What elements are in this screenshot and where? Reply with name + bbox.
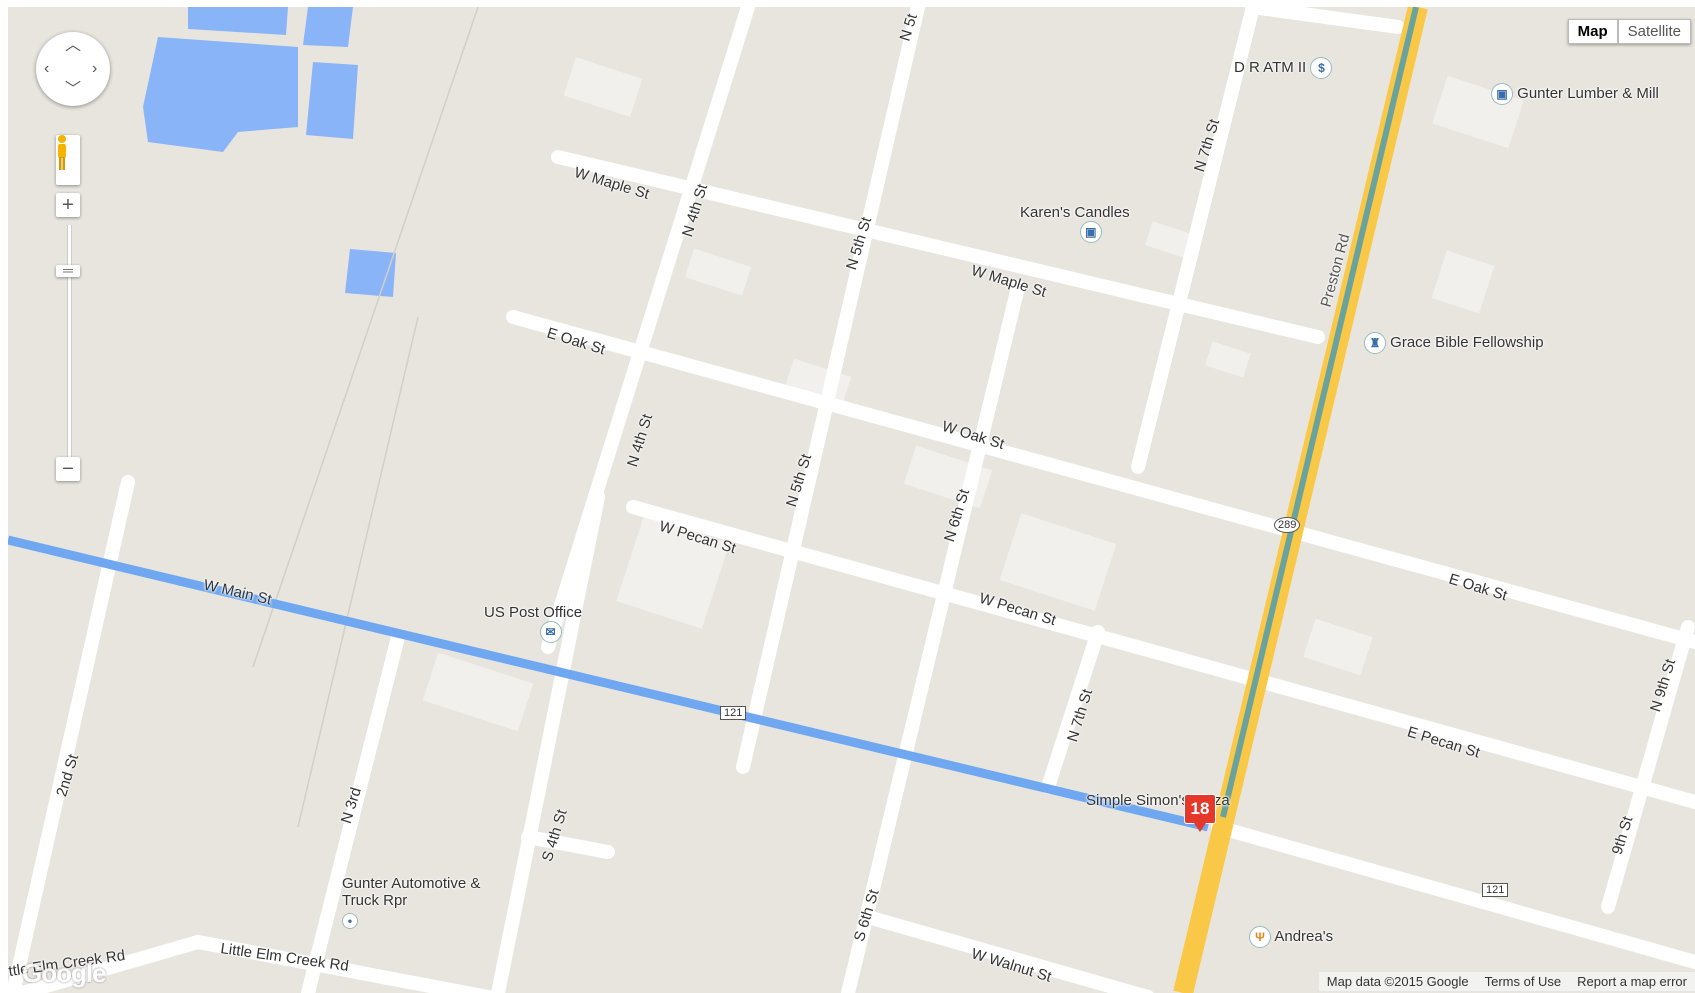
poi-lumber[interactable]: ▣ Gunter Lumber & Mill — [1491, 83, 1659, 105]
zoom-out-button[interactable]: − — [56, 457, 80, 481]
street-label: Little Elm Creek Rd — [219, 940, 350, 975]
street-label: E Pecan St — [1405, 723, 1482, 762]
street-label: N 5th St — [783, 452, 816, 509]
street-label: W Oak St — [939, 417, 1007, 454]
poi-post-office[interactable]: US Post Office ✉ — [484, 604, 582, 643]
route-121-shield: 121 — [1482, 883, 1509, 897]
street-label: E Oak St — [1446, 570, 1510, 605]
pan-up-icon[interactable]: ︿ — [65, 37, 82, 54]
terms-link[interactable]: Terms of Use — [1476, 972, 1570, 991]
w-main-route — [8, 535, 1210, 832]
street-label: S 6th St — [850, 887, 883, 944]
street-label: N 4th St — [679, 182, 712, 239]
fork-knife-icon: Ψ — [1249, 926, 1271, 948]
building-blocks — [422, 57, 1524, 732]
map-type-map-button[interactable]: Map — [1567, 19, 1618, 44]
poi-bible[interactable]: ♜ Grace Bible Fellowship — [1364, 332, 1544, 354]
street-label: N 5th St — [843, 215, 876, 272]
pan-control[interactable]: ︿ ﹀ ‹ › — [36, 32, 110, 106]
poi-andreas[interactable]: Ψ Andrea's — [1249, 926, 1333, 948]
street-label: N 9th St — [1647, 657, 1680, 714]
street-label: W Pecan St — [657, 517, 738, 558]
street-label: S 4th St — [538, 807, 571, 864]
poi-label: US Post Office — [484, 604, 583, 621]
street-view-pegman[interactable] — [56, 135, 80, 185]
shop-icon: ▣ — [1079, 221, 1102, 243]
street-label: E Oak St — [544, 324, 608, 359]
map-canvas[interactable]: W Main St W Maple St W Maple St E Oak St… — [8, 7, 1695, 993]
preston-rd-route — [1220, 7, 1419, 818]
street-label: N 7th St — [1064, 687, 1097, 744]
street-label: N 5t — [896, 11, 921, 44]
street-label: W Main St — [201, 576, 274, 609]
poi-candles[interactable]: Karen's Candles ▣ — [1020, 204, 1130, 243]
shop-icon: ▣ — [1491, 83, 1513, 105]
poi-automotive[interactable]: Gunter Automotive & Truck Rpr • — [342, 875, 482, 929]
report-error-link[interactable]: Report a map error — [1569, 972, 1695, 991]
street-label: N 7th St — [1191, 117, 1224, 174]
zoom-slider-thumb[interactable]: ═ — [56, 263, 80, 277]
map-layer — [8, 7, 1695, 993]
pan-right-icon[interactable]: › — [92, 60, 98, 77]
street-label: W Maple St — [969, 262, 1049, 301]
zoom-slider-track[interactable] — [67, 225, 72, 463]
poi-label: Gunter Lumber & Mill — [1517, 84, 1659, 102]
street-label: N 4th St — [624, 412, 657, 469]
street-label: W Maple St — [572, 164, 652, 203]
map-type-satellite-button[interactable]: Satellite — [1617, 19, 1691, 44]
street-label: N 3rd — [337, 785, 365, 826]
poi-label: D R ATM II — [1234, 58, 1307, 76]
pan-down-icon[interactable]: ﹀ — [65, 81, 82, 98]
poi-atm[interactable]: D R ATM II $ — [1234, 57, 1333, 79]
dollar-icon: $ — [1310, 57, 1333, 79]
pan-left-icon[interactable]: ‹ — [44, 60, 50, 77]
route-121-shield: 121 — [720, 706, 747, 720]
map-footer: Map data ©2015 Google Terms of Use Repor… — [1318, 972, 1695, 991]
map-type-control: Map Satellite — [1567, 19, 1691, 44]
street-label: 2nd St — [53, 752, 83, 799]
poi-label: Grace Bible Fellowship — [1390, 333, 1544, 351]
poi-label: Andrea's — [1274, 927, 1334, 945]
poi-label: Karen's Candles — [1020, 204, 1130, 221]
dot-icon: • — [342, 913, 358, 929]
route-step-marker[interactable]: 18 — [1184, 794, 1216, 832]
street-label: W Walnut St — [969, 945, 1054, 986]
rail-lines — [252, 7, 479, 828]
street-label: Preston Rd — [1317, 232, 1354, 309]
water-bodies — [143, 7, 396, 297]
street-label: N 6th St — [941, 487, 974, 544]
church-icon: ♜ — [1364, 332, 1386, 354]
street-label: 9th St — [1608, 814, 1637, 857]
poi-label: Gunter Automotive & Truck Rpr — [342, 875, 481, 909]
zoom-in-button[interactable]: + — [56, 193, 80, 217]
route-289-shield: 289 — [1274, 517, 1301, 533]
pegman-icon — [58, 135, 66, 170]
map-data-attribution: Map data ©2015 Google — [1318, 972, 1477, 991]
mail-icon: ✉ — [539, 621, 562, 643]
street-labels: W Main St W Maple St W Maple St E Oak St… — [8, 7, 1695, 993]
street-label: W Pecan St — [977, 589, 1058, 630]
google-logo: Google — [22, 958, 107, 988]
